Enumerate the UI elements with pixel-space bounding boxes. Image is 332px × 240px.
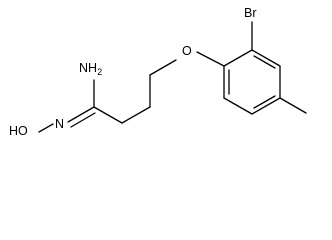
ring-bond-2 (251, 49, 281, 67)
atom-label-br: Br (244, 6, 257, 20)
ring-bond-1 (223, 49, 253, 67)
bond-o-ring (196, 51, 225, 67)
bond-chain-2 (121, 106, 151, 124)
atom-label-n-imine: N (55, 117, 64, 131)
bond-chain-4 (149, 59, 177, 76)
bond-n-o-hydroxy (38, 123, 54, 133)
structure-canvas: Br O NH2 N HO (9, 6, 307, 136)
bond-c-n-double-b (70, 112, 96, 128)
ring-double-1 (253, 55, 276, 69)
bond-chain-1 (93, 106, 123, 124)
chemical-structure: Br O NH2 N HO (9, 6, 307, 136)
atom-label-nh2: NH2 (79, 61, 102, 77)
ring-double-2 (253, 95, 276, 109)
bond-ring-methyl (279, 97, 307, 114)
atom-label-o-ether: O (182, 44, 192, 58)
ring-bond-5 (223, 97, 253, 115)
bond-c-n-double-a (67, 106, 95, 123)
ring-bond-4 (251, 97, 281, 115)
atom-label-ho: HO (9, 124, 28, 136)
